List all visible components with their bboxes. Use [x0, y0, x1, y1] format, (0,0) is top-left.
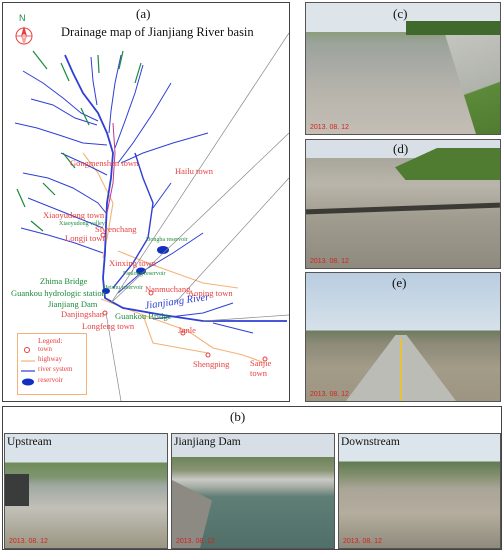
river-network: [14, 54, 287, 334]
panel-label-a: (a): [136, 6, 151, 21]
photo-d-dike: [306, 202, 500, 215]
photo-upstream-date: 2013. 08. 12: [9, 538, 48, 545]
photo-downstream: 2013. 08. 12: [338, 433, 501, 549]
town-aoping: Aoping town: [188, 288, 233, 298]
legend-reservoir-label: reservoir: [38, 376, 63, 384]
caption-dam: Jianjiang Dam: [174, 436, 241, 448]
stream-label-marks: [16, 50, 142, 232]
photo-dam: 2013. 08. 12: [171, 433, 335, 549]
town-siwenchang: Siwenchang: [95, 224, 137, 234]
panel-label-e: (e): [392, 275, 407, 290]
photo-e: 2013. 08. 12: [305, 272, 501, 402]
legend-town-label: town: [38, 345, 52, 353]
photo-c-embankment: [444, 31, 500, 134]
map-legend: Legend: town highway river system reserv…: [17, 333, 87, 395]
panel-label-b: (b): [230, 409, 246, 424]
town-longfeng: Longfeng town: [82, 321, 135, 331]
photo-upstream: 2013. 08. 12: [4, 433, 168, 549]
photo-upstream-dam-structure: [5, 474, 29, 506]
photo-c: 2013. 08. 12: [305, 2, 501, 135]
caption-downstream: Downstream: [341, 436, 400, 448]
feature-zhima-bridge: Zhima Bridge: [40, 276, 88, 286]
north-label: N: [19, 13, 26, 23]
photo-downstream-date: 2013. 08. 12: [343, 538, 382, 545]
legend-reservoir-icon: [22, 378, 34, 386]
panel-label-d: (d): [393, 141, 409, 156]
photo-d-bank: [395, 148, 500, 180]
photo-e-centerline: [400, 339, 402, 401]
tributary-highlight: [106, 122, 116, 214]
connector-lines: [105, 32, 289, 401]
town-longji: Longji town: [65, 233, 107, 243]
town-xinxing: Xinxing town: [109, 258, 156, 268]
heishu-reservoir-shape: [102, 288, 110, 294]
panel-label-c: (c): [393, 6, 408, 21]
photo-d-date: 2013. 08. 12: [310, 258, 349, 265]
town-sanjie: Sanjie town: [250, 358, 272, 378]
town-shengping: Shengping: [193, 359, 230, 369]
feature-xiaoyudong-valley: Xiaoyudong valley: [59, 221, 105, 227]
feature-panlong-reservoir: Panlong reservoir: [123, 271, 166, 277]
town-danjingshan: Danjingshan: [61, 309, 104, 319]
bottom-panel: (b) 2013. 08. 12 Upstream 2013. 08. 12 J…: [2, 406, 502, 550]
caption-upstream: Upstream: [7, 436, 52, 448]
map-title: Drainage map of Jianjiang River basin: [61, 25, 254, 39]
photo-dam-date: 2013. 08. 12: [176, 538, 215, 545]
photo-d: 2013. 08. 12: [305, 139, 501, 269]
town-hailu: Hailu town: [175, 166, 214, 176]
legend-highway-label: highway: [38, 355, 63, 363]
dongba-reservoir-shape: [157, 246, 169, 254]
drainage-map: [14, 32, 289, 401]
legend-title: Legend:: [38, 336, 63, 345]
map-panel: (a) Drainage map of Jianjiang River basi…: [2, 2, 290, 402]
legend-town-icon: [24, 347, 30, 353]
feature-heishu-reservoir: Heishu reservoir: [103, 285, 143, 291]
legend-river-label: river system: [38, 365, 73, 373]
town-junle: Junle: [178, 325, 196, 335]
photo-e-date: 2013. 08. 12: [310, 391, 349, 398]
feature-jianjiang-dam: Jianjiang Dam: [48, 299, 98, 309]
town-markers: [100, 232, 268, 362]
feature-guankou-station: Guankou hydrologic station: [11, 288, 106, 298]
town-nanmuchang: Nanmuchang: [145, 284, 191, 294]
town-xiaoyudong: Xiaoyudong town: [43, 210, 105, 220]
feature-dongba-reservoir: Dongba reservoir: [146, 237, 188, 243]
north-arrow: N: [14, 13, 34, 49]
photo-c-date: 2013. 08. 12: [310, 124, 349, 131]
feature-guankou-bridge: Guankou Bridge: [115, 311, 172, 321]
legend-highway-icon: [21, 360, 35, 362]
panlong-reservoir-shape: [136, 267, 146, 275]
north-arrow-icon: [15, 26, 33, 46]
town-gongmenshan: Gongmenshan town: [70, 158, 139, 168]
photo-c-treeline: [406, 21, 500, 35]
legend-river-icon: [21, 370, 35, 372]
